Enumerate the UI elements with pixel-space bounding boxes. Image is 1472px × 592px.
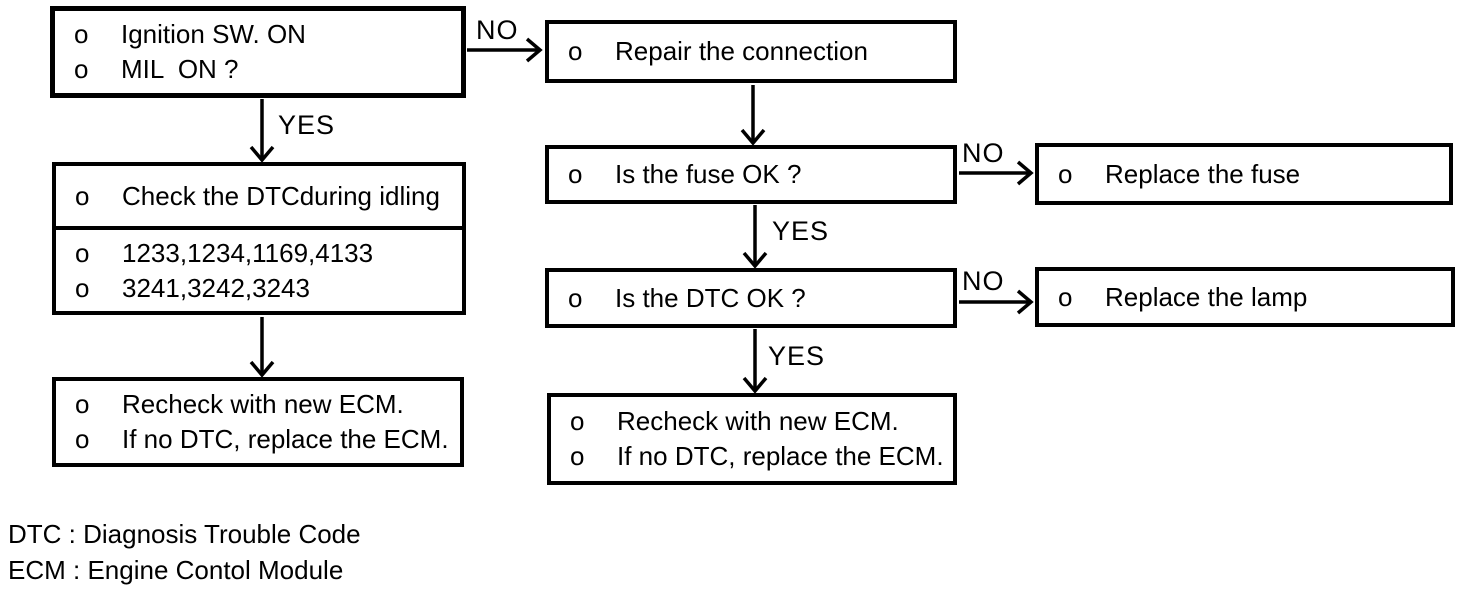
- box-line-text: If no DTC, replace the ECM.: [617, 441, 944, 471]
- box-line-text: If no DTC, replace the ECM.: [122, 424, 449, 454]
- legend-dtc-line: DTC : Diagnosis Trouble Code: [8, 519, 361, 549]
- bullet-icon: o: [570, 441, 585, 471]
- legend: DTC : Diagnosis Trouble Code ECM : Engin…: [8, 516, 361, 588]
- bullet-icon: o: [75, 389, 90, 419]
- box-line: o Repair the connection: [549, 34, 953, 69]
- box-line: o Recheck with new ECM.: [56, 387, 460, 422]
- box-line-text: Is the DTC OK ?: [615, 282, 806, 313]
- box-line-text: Repair the connection: [615, 36, 868, 66]
- bullet-icon: o: [1058, 281, 1073, 312]
- arrow-repair-to-fuse: [740, 85, 766, 146]
- box-line: o Is the fuse OK ?: [549, 157, 953, 192]
- box-line: o If no DTC, replace the ECM.: [56, 422, 460, 457]
- box-line: o 3241,3242,3243: [56, 271, 462, 306]
- edge-label-yes-fuse: YES: [772, 216, 830, 246]
- bullet-icon: o: [75, 272, 90, 303]
- box-line: o Recheck with new ECM.: [551, 404, 953, 439]
- legend-ecm-line: ECM : Engine Contol Module: [8, 555, 344, 585]
- box-line: o Is the DTC OK ?: [549, 281, 953, 316]
- edge-label-yes-start: YES: [278, 110, 336, 140]
- box-line: o Replace the fuse: [1039, 157, 1449, 192]
- edge-label-no-fuse: NO: [962, 138, 1005, 168]
- box-line: o Replace the lamp: [1039, 280, 1451, 315]
- box-line: o MIL ON ?: [55, 52, 461, 87]
- box-line-text: Check the DTCduring idling: [122, 180, 440, 211]
- box-line-text: MIL ON ?: [121, 54, 239, 84]
- edge-label-no-start: NO: [476, 15, 519, 45]
- box-line-text: 1233,1234,1169,4133: [122, 237, 374, 268]
- bullet-icon: o: [75, 424, 90, 454]
- arrow-codes-to-recheck-left: [249, 317, 275, 378]
- box-line: o Check the DTCduring idling: [56, 179, 462, 214]
- box-line: o Ignition SW. ON: [55, 17, 461, 52]
- bullet-icon: o: [568, 159, 583, 189]
- bullet-icon: o: [75, 180, 90, 211]
- check-dtc-section: o Check the DTCduring idling: [56, 166, 462, 230]
- dtc-codes-section: o 1233,1234,1169,4133 o 3241,3242,3243: [56, 230, 462, 311]
- arrow-dtc-ok-to-recheck: [742, 329, 768, 394]
- box-line-text: 3241,3242,3243: [122, 272, 310, 303]
- edge-label-no-dtc: NO: [962, 266, 1005, 296]
- bullet-icon: o: [570, 406, 585, 436]
- box-line-text: Replace the lamp: [1105, 281, 1308, 312]
- check-dtc-group-box: o Check the DTCduring idling o 1233,1234…: [52, 162, 466, 315]
- box-line-text: Is the fuse OK ?: [615, 159, 802, 189]
- arrow-fuse-to-dtc-ok: [742, 205, 768, 269]
- is-dtc-ok-box: o Is the DTC OK ?: [545, 268, 957, 328]
- box-line-text: Ignition SW. ON: [121, 19, 306, 49]
- recheck-ecm-left-box: o Recheck with new ECM. o If no DTC, rep…: [52, 377, 464, 467]
- is-fuse-ok-box: o Is the fuse OK ?: [545, 145, 957, 204]
- start-box: o Ignition SW. ON o MIL ON ?: [50, 6, 466, 98]
- bullet-icon: o: [75, 237, 90, 268]
- bullet-icon: o: [568, 36, 583, 66]
- box-line: o If no DTC, replace the ECM.: [551, 439, 953, 474]
- repair-connection-box: o Repair the connection: [545, 20, 957, 83]
- recheck-ecm-mid-box: o Recheck with new ECM. o If no DTC, rep…: [547, 393, 957, 485]
- arrow-start-to-check-dtc: [249, 99, 275, 163]
- edge-label-yes-dtc: YES: [768, 341, 826, 371]
- bullet-icon: o: [568, 282, 583, 313]
- replace-lamp-box: o Replace the lamp: [1035, 267, 1455, 327]
- bullet-icon: o: [74, 54, 89, 84]
- box-line-text: Recheck with new ECM.: [617, 406, 899, 436]
- box-line-text: Replace the fuse: [1105, 158, 1301, 189]
- box-line-text: Recheck with new ECM.: [122, 389, 404, 419]
- bullet-icon: o: [1058, 158, 1073, 189]
- replace-fuse-box: o Replace the fuse: [1035, 143, 1453, 205]
- bullet-icon: o: [74, 19, 89, 49]
- box-line: o 1233,1234,1169,4133: [56, 236, 462, 271]
